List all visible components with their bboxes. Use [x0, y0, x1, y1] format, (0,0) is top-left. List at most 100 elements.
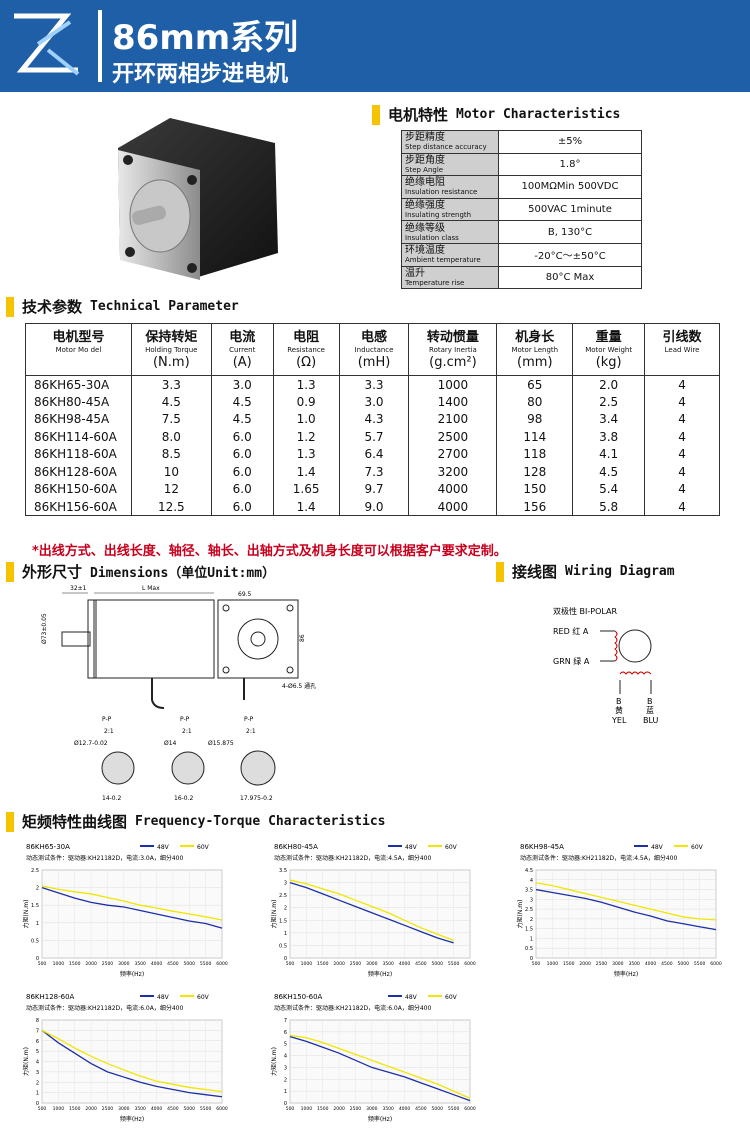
- characteristic-value: 500VAC 1minute: [498, 197, 642, 222]
- chart-subtitle: 动态测试条件：驱动器:KH21182D，电流:4.5A，细分400: [274, 854, 431, 862]
- table-cell: 150: [496, 480, 574, 498]
- section-flat: 16-0.2: [174, 795, 194, 802]
- table-cell: 65: [496, 375, 574, 393]
- table-cell: 4.5: [130, 393, 212, 411]
- x-tick-label: 1500: [69, 961, 81, 967]
- y-tick-label: 1.5: [31, 903, 39, 909]
- page-subtitle: 开环两相步进电机: [112, 62, 289, 87]
- table-cell: 7.3: [338, 463, 410, 481]
- chart-svg: 86KH80-45A动态测试条件：驱动器:KH21182D，电流:4.5A，细分…: [270, 843, 476, 978]
- y-tick-label: 0: [530, 956, 533, 962]
- x-axis-label: 频率(Hz): [368, 1115, 392, 1123]
- legend-label: 48V: [405, 994, 418, 1001]
- legend-label: 48V: [651, 844, 664, 851]
- characteristic-en: Insulating strength: [405, 211, 472, 220]
- wire-blue-en: BLU: [643, 716, 659, 725]
- column-header-en: Motor Mo del: [55, 346, 102, 354]
- column-header-en: Motor Weight: [585, 346, 633, 354]
- characteristic-cn: 步距角度: [405, 154, 445, 166]
- wire-yellow-en: YEL: [611, 716, 627, 725]
- x-tick-label: 3500: [134, 1106, 146, 1112]
- x-tick-label: 2500: [102, 1106, 114, 1112]
- company-logo: [8, 8, 90, 86]
- table-cell: 98: [496, 410, 574, 428]
- series-line-60v: [41, 885, 223, 921]
- characteristic-en: Ambient temperature: [405, 256, 481, 265]
- table-cell: 9.0: [338, 498, 410, 516]
- characteristic-en: Insulation resistance: [405, 188, 478, 197]
- y-tick-label: 1: [284, 1089, 287, 1095]
- table-cell: 1.3: [272, 375, 340, 393]
- x-tick-label: 4000: [151, 1106, 163, 1112]
- heading-en: Motor Characteristics: [456, 107, 621, 122]
- x-tick-label: 3000: [118, 961, 130, 967]
- table-cell: 4.5: [210, 410, 274, 428]
- series-line-60v: [289, 1034, 471, 1099]
- column-header-en: Inductance: [354, 346, 394, 354]
- x-tick-label: 1500: [563, 961, 575, 967]
- dim-body-length: L Max: [142, 585, 160, 592]
- table-cell: 4.3: [338, 410, 410, 428]
- x-tick-label: 4000: [399, 961, 411, 967]
- y-tick-label: 3.5: [279, 868, 287, 874]
- chart-subtitle: 动态测试条件：驱动器:KH21182D，电流:4.5A，细分400: [520, 854, 677, 862]
- y-tick-label: 1: [36, 1091, 39, 1097]
- x-tick-label: 1000: [547, 961, 559, 967]
- column-header-unit: (N.m): [152, 355, 190, 370]
- characteristic-en: Step distance accuracy: [405, 143, 487, 152]
- table-cell: 12.5: [130, 498, 212, 516]
- table-cell: 2.0: [572, 375, 646, 393]
- dim-flange-height: 86: [299, 634, 306, 642]
- characteristic-cn: 绝缘强度: [405, 200, 445, 212]
- table-cell: 10: [130, 463, 212, 481]
- wiring-title: 双极性 BI-POLAR: [553, 606, 618, 616]
- table-cell: 3.8: [572, 428, 646, 446]
- column-header-unit: (mH): [357, 355, 391, 370]
- table-cell: 1400: [408, 393, 498, 411]
- y-tick-label: 0.5: [279, 943, 287, 949]
- table-cell: 0.9: [272, 393, 340, 411]
- y-tick-label: 5: [284, 1042, 287, 1048]
- heading-cn: 电机特性: [388, 106, 449, 124]
- y-tick-label: 1.5: [525, 927, 533, 933]
- table-cell: 5.7: [338, 428, 410, 446]
- characteristic-value: 1.8°: [498, 152, 642, 177]
- table-cell: 86KH150-60A: [25, 480, 132, 498]
- charts-heading: 矩频特性曲线图 Frequency-Torque Characteristics: [6, 811, 385, 832]
- section-label: P-P: [102, 716, 112, 723]
- y-tick-label: 2.5: [525, 907, 533, 913]
- column-header-unit: (A): [232, 355, 252, 370]
- column-header-unit: (g.cm²): [429, 355, 477, 370]
- series-line-60v: [41, 1029, 223, 1093]
- x-tick-label: 4000: [645, 961, 657, 967]
- heading-cn: 矩频特性曲线图: [22, 813, 128, 831]
- table-cell: 86KH118-60A: [25, 445, 132, 463]
- chart-subtitle: 动态测试条件：驱动器:KH21182D，电流:3.0A，细分400: [26, 854, 183, 862]
- table-cell: 6.4: [338, 445, 410, 463]
- table-cell: 4: [644, 375, 720, 393]
- x-tick-label: 3000: [612, 961, 624, 967]
- wire-yellow-cn: 黄: [615, 705, 623, 715]
- plot-area: [289, 869, 471, 959]
- x-tick-label: 4500: [415, 1106, 427, 1112]
- table-cell: 80: [496, 393, 574, 411]
- chart-subtitle: 动态测试条件：驱动器:KH21182D，电流:6.0A，细分400: [26, 1004, 183, 1012]
- heading-cn: 接线图: [512, 563, 558, 581]
- table-cell: 3.4: [572, 410, 646, 428]
- table-cell: 4: [644, 393, 720, 411]
- legend-label: 60V: [197, 994, 210, 1001]
- x-tick-label: 5500: [200, 1106, 212, 1112]
